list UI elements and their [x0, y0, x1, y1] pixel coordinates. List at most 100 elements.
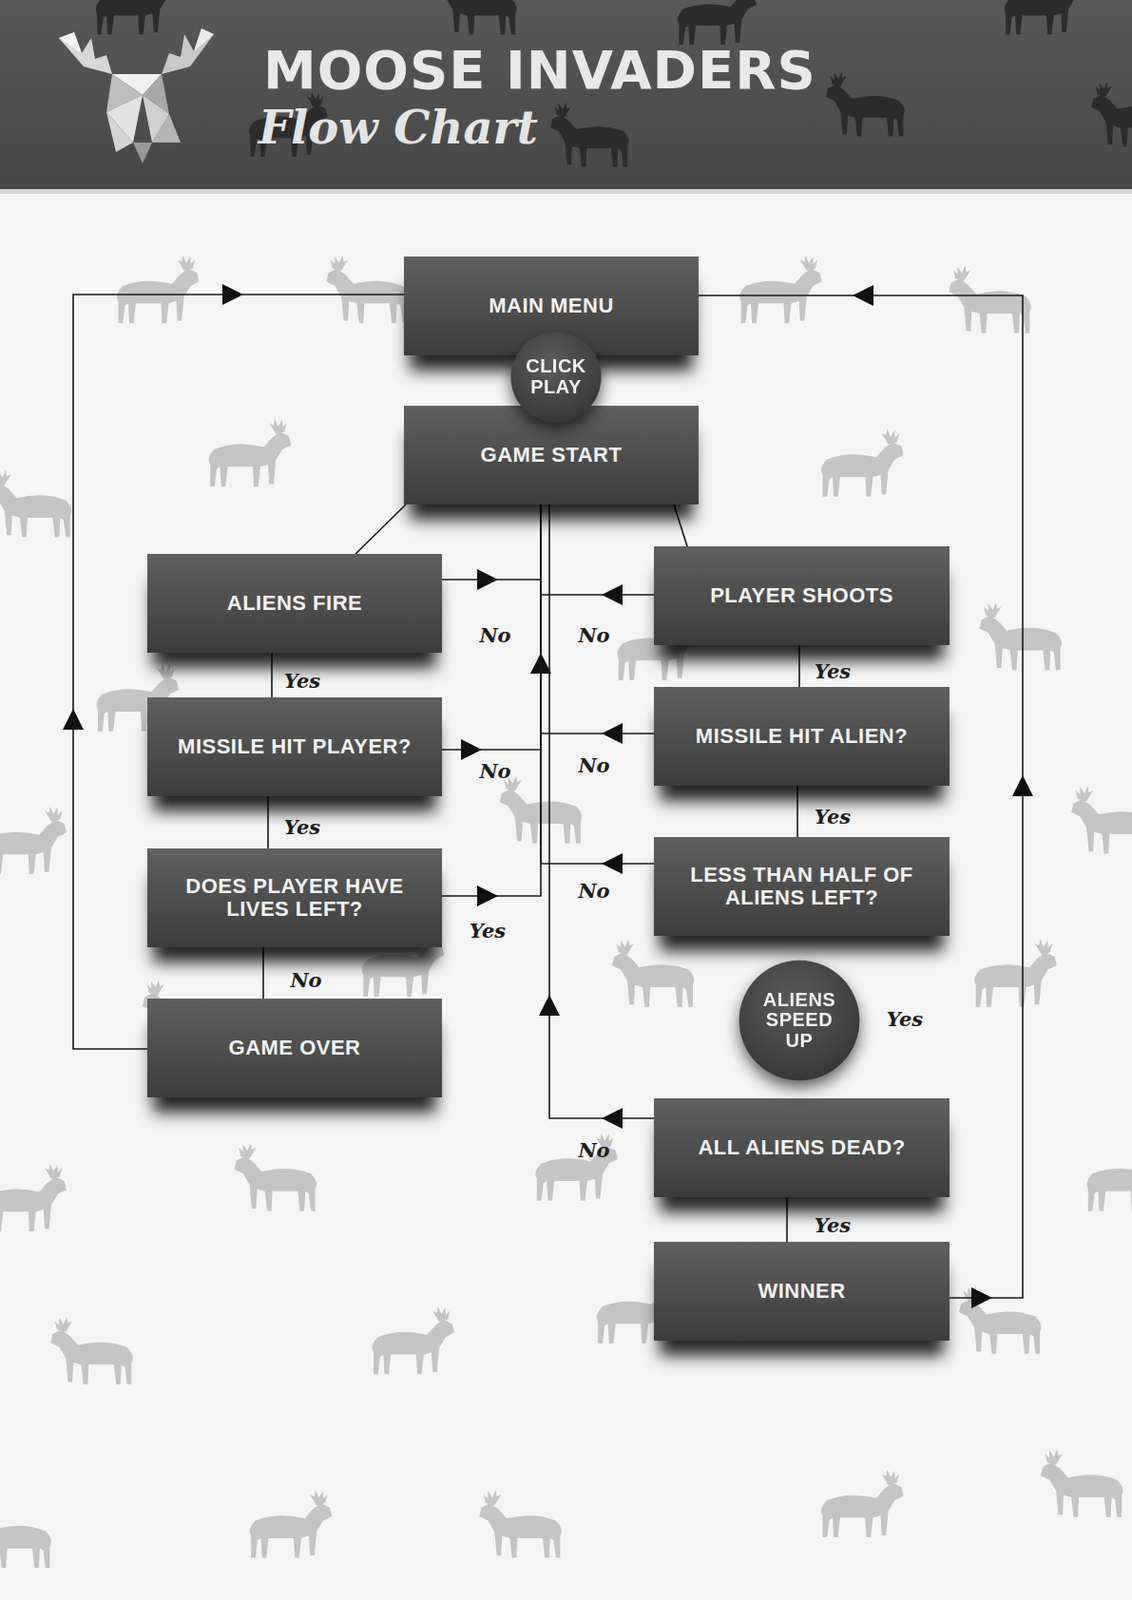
- arrowhead: [601, 1108, 623, 1130]
- moose-silhouette: [1071, 786, 1132, 854]
- flow-line: [698, 295, 1023, 1299]
- title: MOOSE INVADERS: [263, 43, 817, 97]
- arrowhead: [538, 995, 560, 1017]
- branch-label: No: [479, 625, 511, 646]
- connector-group: [271, 652, 273, 698]
- moose-silhouette: [371, 1306, 455, 1375]
- moose-silhouette: [1086, 1143, 1132, 1211]
- connector-group: [538, 504, 654, 1130]
- connector-group: [797, 786, 799, 838]
- arrowhead: [601, 723, 623, 745]
- connector-group: [540, 504, 654, 606]
- node-label: DOES PLAYER HAVE LIVES LEFT?: [158, 875, 431, 921]
- connector-group: [698, 285, 1034, 1309]
- branch-label: Yes: [814, 661, 851, 682]
- moose-silhouette: [959, 1286, 1042, 1355]
- branch-label: Yes: [284, 817, 321, 838]
- node-label: GAME OVER: [229, 1036, 362, 1060]
- flow-line: [267, 796, 269, 849]
- process-box: GAME OVER: [147, 998, 442, 1098]
- moose-silhouette: [1040, 1449, 1124, 1517]
- branch-label: Yes: [814, 1215, 851, 1236]
- node-label: MISSILE HIT PLAYER?: [177, 735, 412, 759]
- moose-silhouette: [677, 0, 757, 45]
- node-label: MISSILE HIT ALIEN?: [695, 725, 908, 749]
- branch-label: Yes: [469, 920, 506, 941]
- connector-circle: ALIENS SPEED UP: [738, 959, 861, 1082]
- branch-label: Yes: [284, 671, 321, 691]
- process-box: LESS THAN HALF OF ALIENS LEFT?: [653, 837, 950, 937]
- flow-line: [540, 504, 654, 864]
- moose-silhouette: [739, 255, 823, 324]
- node-label: WINNER: [757, 1280, 845, 1304]
- node-label: ALL ALIENS DEAD?: [697, 1136, 905, 1160]
- arrowhead: [601, 584, 623, 606]
- process-box: DOES PLAYER HAVE LIVES LEFT?: [147, 848, 442, 948]
- arrowhead: [477, 885, 499, 907]
- moose-silhouette: [249, 1490, 333, 1558]
- arrowhead: [852, 285, 874, 307]
- arrowhead: [222, 284, 244, 306]
- moose-silhouette: [0, 1164, 67, 1232]
- flow-line: [441, 504, 541, 897]
- branch-label: Yes: [886, 1009, 923, 1030]
- node-label: CLICK PLAY: [516, 356, 596, 398]
- process-box: ALL ALIENS DEAD?: [653, 1098, 950, 1198]
- flow-line: [441, 504, 541, 750]
- moose-silhouette: [50, 1317, 134, 1385]
- connector-group: [263, 947, 265, 999]
- connector-group: [441, 504, 541, 591]
- flow-line: [549, 504, 654, 1119]
- node-label: LESS THAN HALF OF ALIENS LEFT?: [665, 863, 939, 910]
- moose-silhouette: [612, 939, 695, 1007]
- process-box: ALIENS FIRE: [147, 554, 442, 653]
- header-moose-pattern: [95, 0, 1132, 168]
- flow-line: [786, 1197, 788, 1243]
- arrowhead: [601, 853, 623, 875]
- branch-label: No: [289, 970, 322, 991]
- flow-line: [673, 504, 688, 547]
- moose-logo: [58, 28, 214, 164]
- node-label: ALIENS SPEED UP: [749, 990, 849, 1053]
- branch-label: No: [479, 761, 511, 782]
- node-label: GAME START: [480, 443, 623, 467]
- moose-pattern: [0, 255, 1132, 1570]
- node-label: MAIN MENU: [488, 294, 614, 318]
- branch-label: Yes: [814, 806, 851, 827]
- arrowhead: [971, 1287, 993, 1309]
- node-label: ALIENS FIRE: [227, 592, 363, 615]
- connector-group: [540, 504, 654, 875]
- node-label: PLAYER SHOOTS: [709, 584, 894, 608]
- moose-silhouette: [974, 939, 1057, 1007]
- arrowhead: [62, 709, 84, 730]
- connector-circle: CLICK PLAY: [510, 331, 602, 423]
- flow-line: [355, 504, 406, 555]
- branch-label: No: [577, 1140, 610, 1161]
- branch-label: No: [577, 625, 610, 646]
- branch-label: No: [577, 755, 610, 776]
- moose-silhouette: [116, 255, 200, 324]
- arrowhead: [460, 739, 482, 761]
- moose-silhouette: [535, 1132, 618, 1201]
- process-box: MISSILE HIT ALIEN?: [653, 687, 950, 787]
- arrowhead: [1012, 775, 1034, 797]
- moose-silhouette: [550, 102, 630, 168]
- connector-group: [540, 504, 654, 745]
- connector-group: [441, 504, 552, 907]
- connector-group: [673, 504, 688, 547]
- moose-silhouette: [948, 266, 1032, 334]
- flow-line: [540, 504, 654, 734]
- moose-silhouette: [821, 1470, 904, 1538]
- moose-silhouette: [233, 1143, 317, 1211]
- moose-silhouette: [209, 419, 292, 487]
- moose-silhouette: [326, 255, 409, 324]
- header-band: [0, 0, 1132, 190]
- moose-silhouette: [1004, 0, 1084, 35]
- connector-group: [441, 504, 541, 761]
- flow-line: [540, 504, 654, 595]
- moose-silhouette: [979, 602, 1063, 671]
- connector-group: [786, 1197, 788, 1243]
- flow-line: [796, 786, 799, 838]
- moose-silhouette: [438, 0, 518, 35]
